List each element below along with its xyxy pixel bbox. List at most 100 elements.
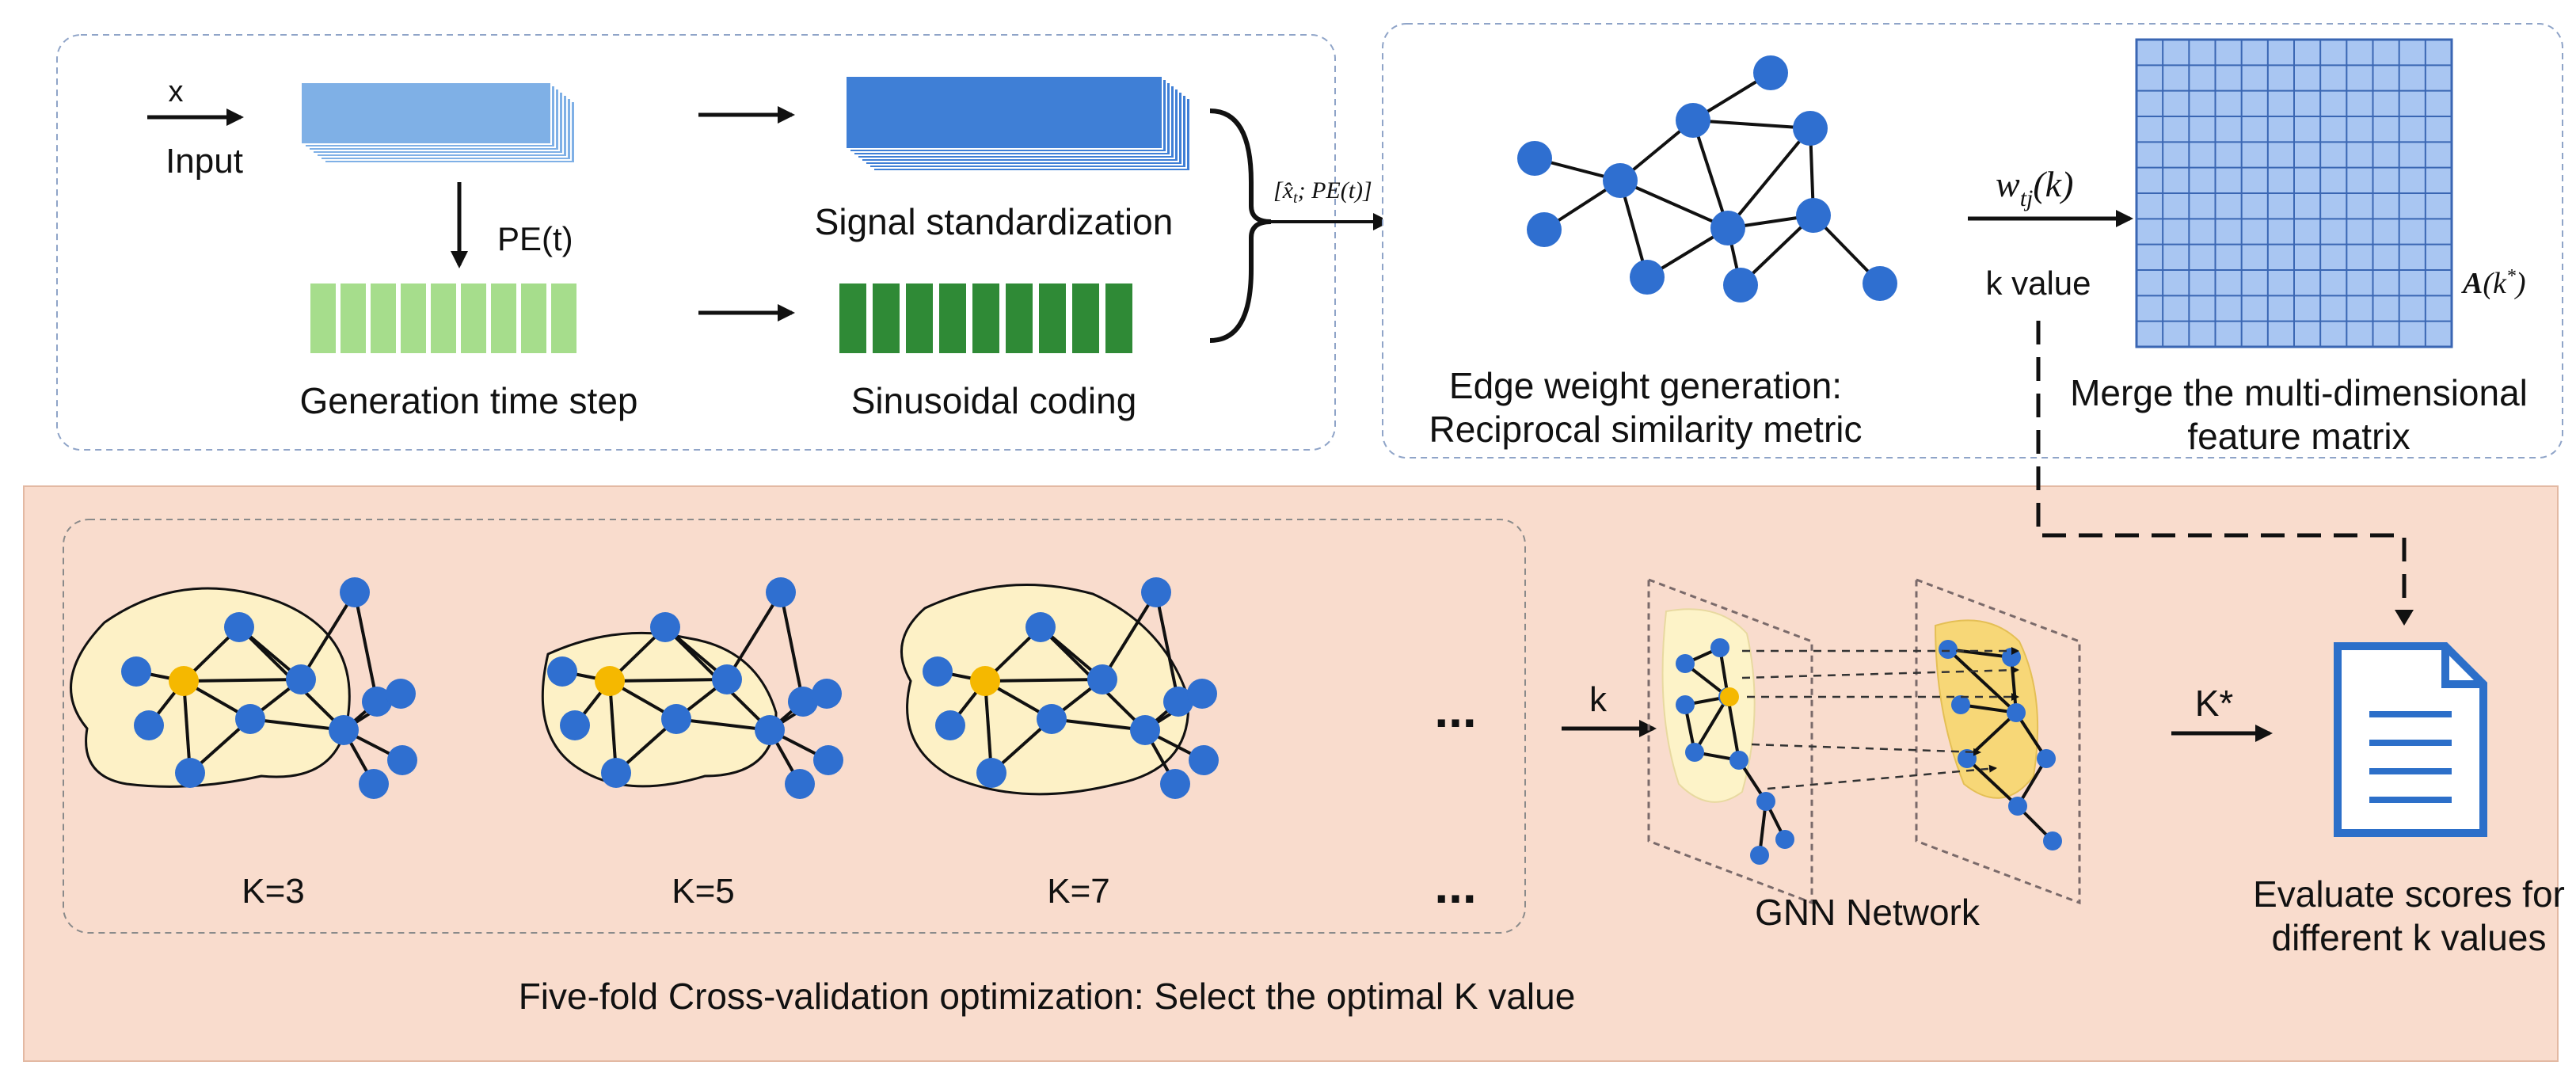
generation-time-step-label: Generation time step bbox=[299, 380, 637, 421]
graph-node bbox=[224, 612, 254, 642]
graph-node bbox=[976, 758, 1006, 788]
sinusoid-bar bbox=[1006, 283, 1033, 353]
graph-node bbox=[134, 710, 164, 740]
input-x-label: x bbox=[169, 75, 184, 108]
graph-node bbox=[2043, 831, 2062, 850]
k-arrow-label: k bbox=[1589, 680, 1608, 719]
graph-edge bbox=[725, 591, 782, 681]
time-step-bars bbox=[310, 283, 576, 353]
graph-edge bbox=[675, 717, 771, 732]
graph-node bbox=[2007, 703, 2026, 722]
graph-node bbox=[1710, 638, 1729, 657]
signal-standardization-stack bbox=[845, 75, 1191, 172]
gnn-message-arrow bbox=[1751, 743, 1981, 756]
graph-node bbox=[329, 715, 359, 745]
merge-caption-1: Merge the multi-dimensional bbox=[2070, 372, 2528, 413]
evaluate-caption-1: Evaluate scores for bbox=[2253, 873, 2565, 915]
graph-node bbox=[1676, 695, 1695, 714]
concat-label: [x̂t; PE(t)] bbox=[1273, 177, 1372, 207]
graph-k5 bbox=[541, 577, 843, 799]
graph-edge bbox=[1693, 695, 1729, 754]
time-step-bar bbox=[521, 283, 546, 353]
graph-node bbox=[1160, 769, 1190, 799]
gnn-layer-plane bbox=[1915, 577, 2081, 905]
graph-node bbox=[547, 656, 577, 687]
graph-node bbox=[1527, 212, 1562, 247]
matrix-label: A(k*) bbox=[2461, 266, 2526, 300]
graph-node bbox=[788, 687, 818, 717]
graph-node bbox=[235, 704, 265, 734]
signal-sheet bbox=[845, 75, 1163, 150]
k5-label: K=5 bbox=[672, 872, 735, 911]
edge-weight-caption-1: Edge weight generation: bbox=[1449, 365, 1842, 406]
graph-node bbox=[923, 656, 953, 687]
graph-node bbox=[812, 679, 842, 709]
graph-edge bbox=[1051, 717, 1146, 732]
graph-node bbox=[1753, 55, 1788, 90]
similarity-graph bbox=[1517, 55, 1897, 302]
time-step-bar bbox=[491, 283, 516, 353]
graph-node bbox=[362, 687, 392, 717]
ellipsis-top: ... bbox=[1434, 681, 1476, 738]
cross-validation-panel bbox=[23, 485, 2559, 1062]
k7-label: K=7 bbox=[1047, 872, 1110, 911]
time-step-bar bbox=[431, 283, 456, 353]
ellipsis-bottom: ... bbox=[1434, 857, 1476, 914]
graph-node bbox=[1141, 577, 1171, 607]
graph-edge bbox=[1691, 120, 1729, 229]
graph-node bbox=[1729, 751, 1748, 770]
time-step-bar bbox=[310, 283, 336, 353]
graph-node bbox=[1130, 715, 1160, 745]
graph-node bbox=[1796, 198, 1831, 233]
graph-node bbox=[1087, 664, 1117, 694]
graph-edge bbox=[984, 680, 993, 774]
time-step-bar bbox=[371, 283, 396, 353]
graph-node bbox=[1756, 792, 1775, 811]
graph-node bbox=[1163, 687, 1193, 717]
graph-node bbox=[1750, 846, 1769, 865]
graph-node bbox=[712, 664, 742, 694]
graph-node bbox=[1723, 268, 1758, 302]
sinusoid-bar bbox=[839, 283, 866, 353]
graph-edge bbox=[984, 678, 1103, 683]
graph-node bbox=[1025, 612, 1056, 642]
graph-node bbox=[1037, 704, 1067, 734]
graph-node bbox=[785, 769, 815, 799]
graph-node bbox=[1603, 163, 1638, 198]
graph-node bbox=[1685, 743, 1704, 762]
graph-node bbox=[560, 710, 590, 740]
time-step-bar bbox=[461, 283, 486, 353]
graph-node bbox=[1189, 745, 1219, 775]
gnn-network bbox=[1647, 577, 2081, 905]
graph-edge bbox=[1726, 696, 1741, 761]
graph-node bbox=[813, 745, 843, 775]
graph-k3 bbox=[70, 577, 417, 799]
graph-node bbox=[121, 656, 151, 687]
time-step-bar bbox=[341, 283, 366, 353]
graph-node bbox=[1775, 830, 1794, 849]
gnn-layer-plane bbox=[1647, 577, 1813, 905]
gnn-message-arrow bbox=[1767, 764, 1997, 790]
k3-label: K=3 bbox=[242, 872, 305, 911]
center-node bbox=[970, 666, 1000, 696]
graph-edge bbox=[609, 678, 728, 683]
sinusoid-bar bbox=[1072, 283, 1099, 353]
graph-node bbox=[755, 715, 785, 745]
graph-node bbox=[1958, 749, 1977, 768]
graph-edge bbox=[1946, 648, 2018, 714]
graph-edge bbox=[1692, 119, 1811, 130]
sinusoid-bar bbox=[873, 283, 900, 353]
graph-edge bbox=[299, 591, 356, 681]
time-step-bar bbox=[401, 283, 426, 353]
pe-label: PE(t) bbox=[497, 220, 573, 257]
graph-edge bbox=[353, 592, 379, 702]
gnn-label: GNN Network bbox=[1755, 892, 1981, 933]
k-value-label: k value bbox=[1985, 264, 2091, 302]
evaluate-caption-2: different k values bbox=[2272, 917, 2547, 958]
graph-node bbox=[386, 679, 416, 709]
graph-node bbox=[340, 577, 370, 607]
signal-standardization-label: Signal standardization bbox=[815, 201, 1174, 242]
sinusoidal-coding-label: Sinusoidal coding bbox=[851, 380, 1137, 421]
edge-weight-caption-2: Reciprocal similarity metric bbox=[1429, 409, 1863, 450]
gnn-message-arrow bbox=[1741, 666, 2019, 679]
